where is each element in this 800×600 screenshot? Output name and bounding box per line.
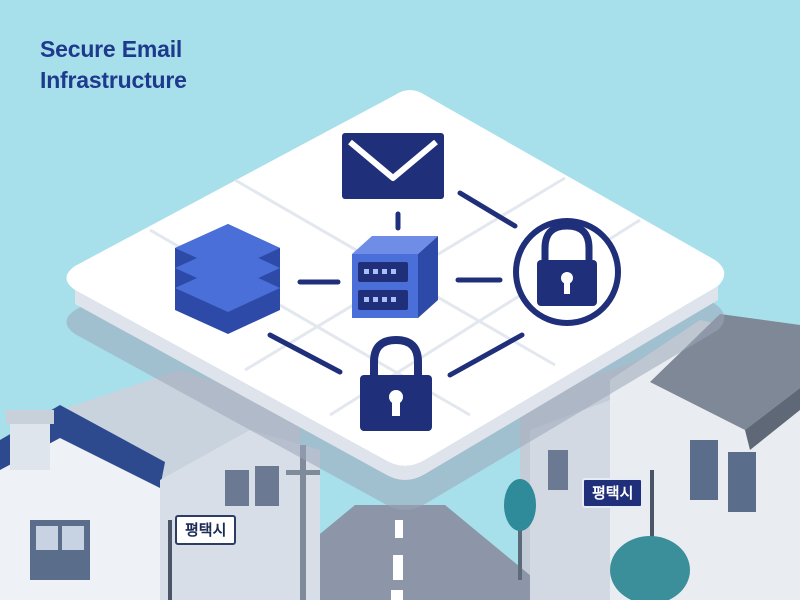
street-sign-right: 평택시: [582, 478, 644, 508]
title-line-2: Infrastructure: [40, 67, 187, 93]
server-icon: [352, 236, 438, 318]
connection-lines: [267, 190, 525, 378]
database-stack-icon: [175, 224, 280, 334]
street-props: [168, 445, 690, 600]
title-line-1: Secure Email: [40, 36, 183, 62]
padlock-icon: [360, 335, 432, 431]
page-title: Secure Email Infrastructure: [40, 34, 187, 96]
padlock-circle-icon: [513, 218, 621, 326]
envelope-icon: [342, 133, 444, 199]
right-house: [530, 314, 800, 600]
left-house: [0, 405, 320, 600]
street-sign-left: 평택시: [175, 515, 237, 545]
